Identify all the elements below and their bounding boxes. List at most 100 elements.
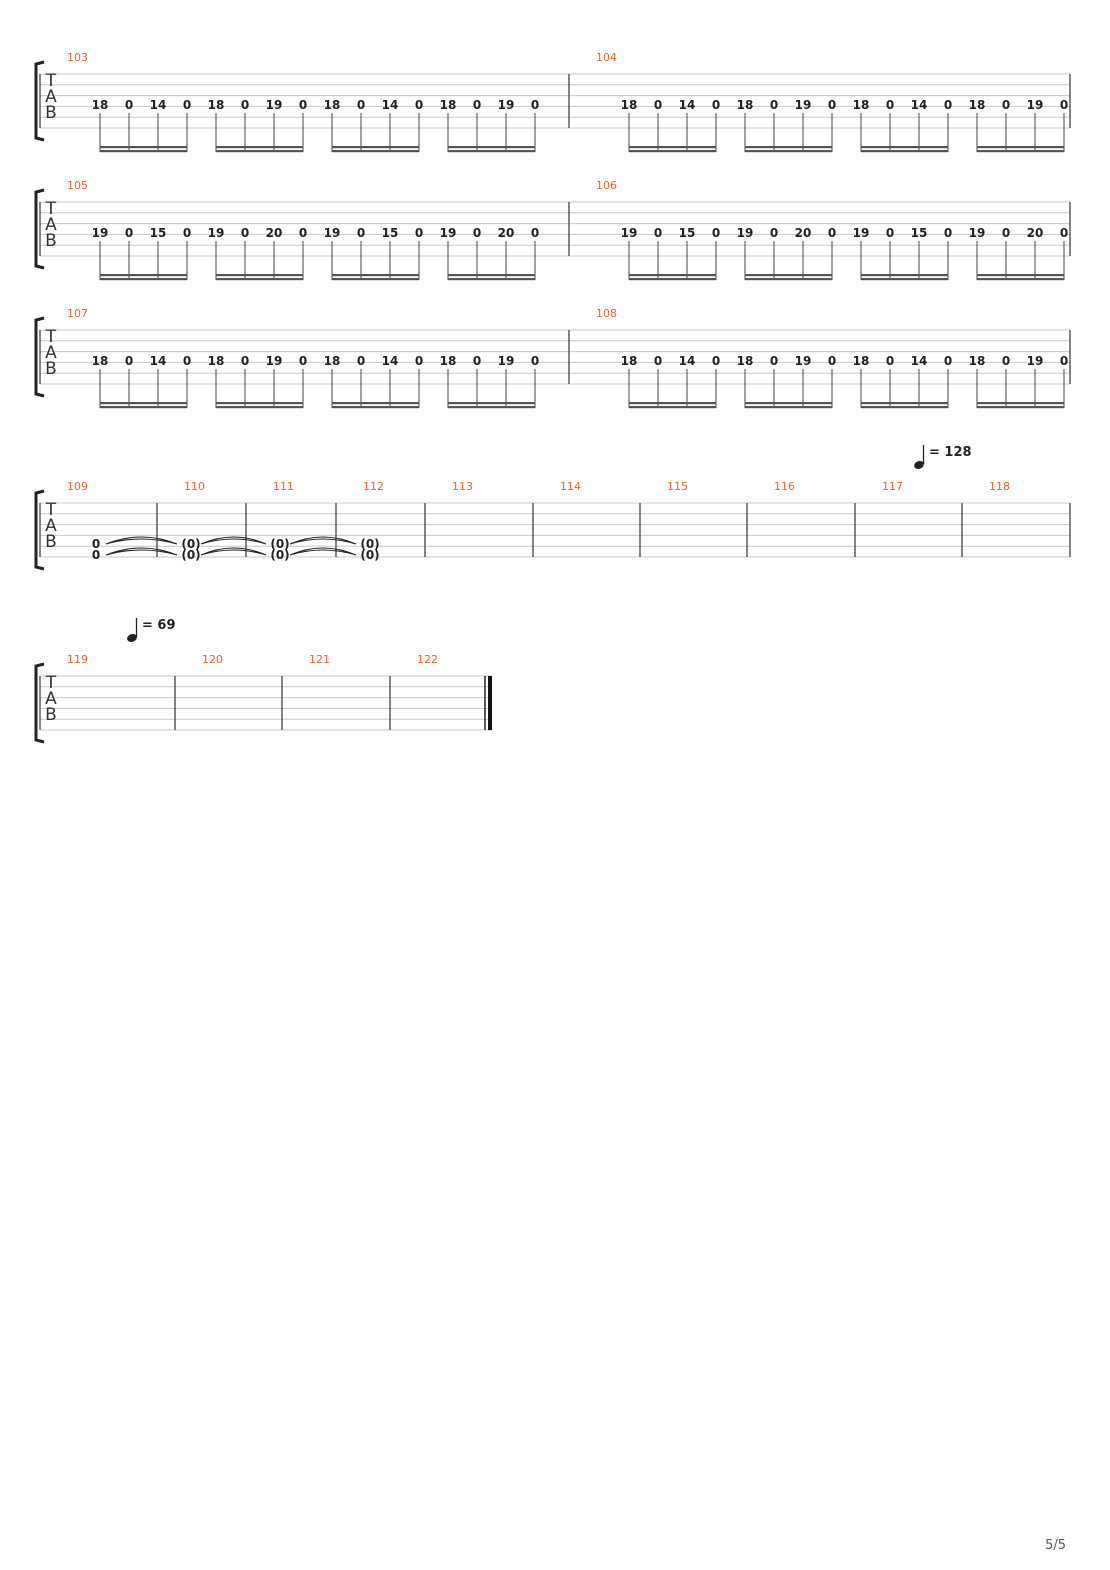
fret-number: 0 (712, 98, 720, 112)
fret-number: 0 (828, 98, 836, 112)
beam (332, 150, 419, 153)
bar-number: 115 (667, 480, 688, 493)
fret-number: 0 (944, 354, 952, 368)
bar-number: 118 (989, 480, 1010, 493)
bar-number: 106 (596, 179, 617, 192)
fret-number: 15 (382, 226, 399, 240)
beam (448, 278, 535, 281)
beam (861, 278, 948, 281)
system-bracket (34, 60, 45, 142)
beam (629, 406, 716, 409)
fret-number: 0 (357, 226, 365, 240)
fret-number: 18 (853, 354, 870, 368)
fret-number: 20 (1027, 226, 1044, 240)
fret-number: 14 (679, 354, 696, 368)
beam (861, 274, 948, 277)
fret-number: 19 (208, 226, 225, 240)
tie-arc (200, 536, 267, 545)
fret-number: 0 (770, 226, 778, 240)
fret-number: 19 (440, 226, 457, 240)
beam (448, 146, 535, 149)
fret-number: 0 (944, 98, 952, 112)
fret-number: 18 (621, 98, 638, 112)
fret-number: (0) (270, 537, 289, 551)
fret-number: 0 (1002, 98, 1010, 112)
beam (100, 150, 187, 153)
tab-clef-letter: T (45, 71, 57, 91)
beam (332, 278, 419, 281)
fret-number: (0) (360, 548, 379, 562)
fret-number: 18 (92, 354, 109, 368)
beam (745, 406, 832, 409)
fret-number: 0 (654, 226, 662, 240)
fret-number: 19 (324, 226, 341, 240)
fret-number: 0 (183, 226, 191, 240)
fret-number: 14 (150, 98, 167, 112)
beam (629, 150, 716, 153)
beam (100, 278, 187, 281)
fret-number: 18 (324, 354, 341, 368)
beam (216, 150, 303, 153)
bar-number: 116 (774, 480, 795, 493)
tie-arc (289, 547, 357, 556)
fret-number: (0) (270, 548, 289, 562)
fret-number: 0 (92, 537, 100, 551)
beam (861, 150, 948, 153)
bar-number: 117 (882, 480, 903, 493)
bar-number: 110 (184, 480, 205, 493)
tab-clef-letter: A (45, 343, 57, 363)
beam (977, 406, 1064, 409)
fret-number: 19 (737, 226, 754, 240)
beam (100, 274, 187, 277)
bar-number: 114 (560, 480, 581, 493)
fret-number: 18 (208, 354, 225, 368)
bar-number: 108 (596, 307, 617, 320)
fret-number: 0 (1002, 354, 1010, 368)
fret-number: 15 (679, 226, 696, 240)
beam (977, 402, 1064, 405)
bar-number: 119 (67, 653, 88, 666)
beam (448, 150, 535, 153)
beam (216, 274, 303, 277)
fret-number: 0 (770, 98, 778, 112)
fret-number: 18 (440, 354, 457, 368)
fret-number: 19 (795, 354, 812, 368)
fret-number: 18 (969, 98, 986, 112)
fret-number: (0) (181, 537, 200, 551)
beam (861, 146, 948, 149)
beam (332, 274, 419, 277)
fret-number: 18 (737, 354, 754, 368)
tab-clef-letter: T (45, 327, 57, 347)
beam (448, 402, 535, 405)
fret-number: 0 (92, 548, 100, 562)
tab-clef-letter: B (45, 231, 57, 251)
fret-number: 20 (266, 226, 283, 240)
fret-number: 15 (911, 226, 928, 240)
beam (629, 278, 716, 281)
page-number: 5/5 (1045, 1538, 1066, 1553)
tempo-marking: = 69 (127, 618, 176, 642)
tempo-value: = 128 (929, 445, 972, 460)
fret-number: 19 (498, 98, 515, 112)
fret-number: 0 (531, 354, 539, 368)
fret-number: 19 (92, 226, 109, 240)
beam (745, 278, 832, 281)
fret-number: 0 (299, 354, 307, 368)
beam (629, 146, 716, 149)
beam (977, 146, 1064, 149)
beam (332, 402, 419, 405)
fret-number: 20 (498, 226, 515, 240)
fret-number: 18 (737, 98, 754, 112)
fret-number: 14 (150, 354, 167, 368)
bar-number: 105 (67, 179, 88, 192)
tab-clef-letter: T (45, 673, 57, 693)
tempo-marking: = 128 (914, 445, 972, 469)
beam (861, 402, 948, 405)
fret-number: 19 (498, 354, 515, 368)
bar-number: 112 (363, 480, 384, 493)
fret-number: 18 (324, 98, 341, 112)
fret-number: 0 (415, 226, 423, 240)
fret-number: 19 (1027, 354, 1044, 368)
fret-number: 0 (531, 98, 539, 112)
